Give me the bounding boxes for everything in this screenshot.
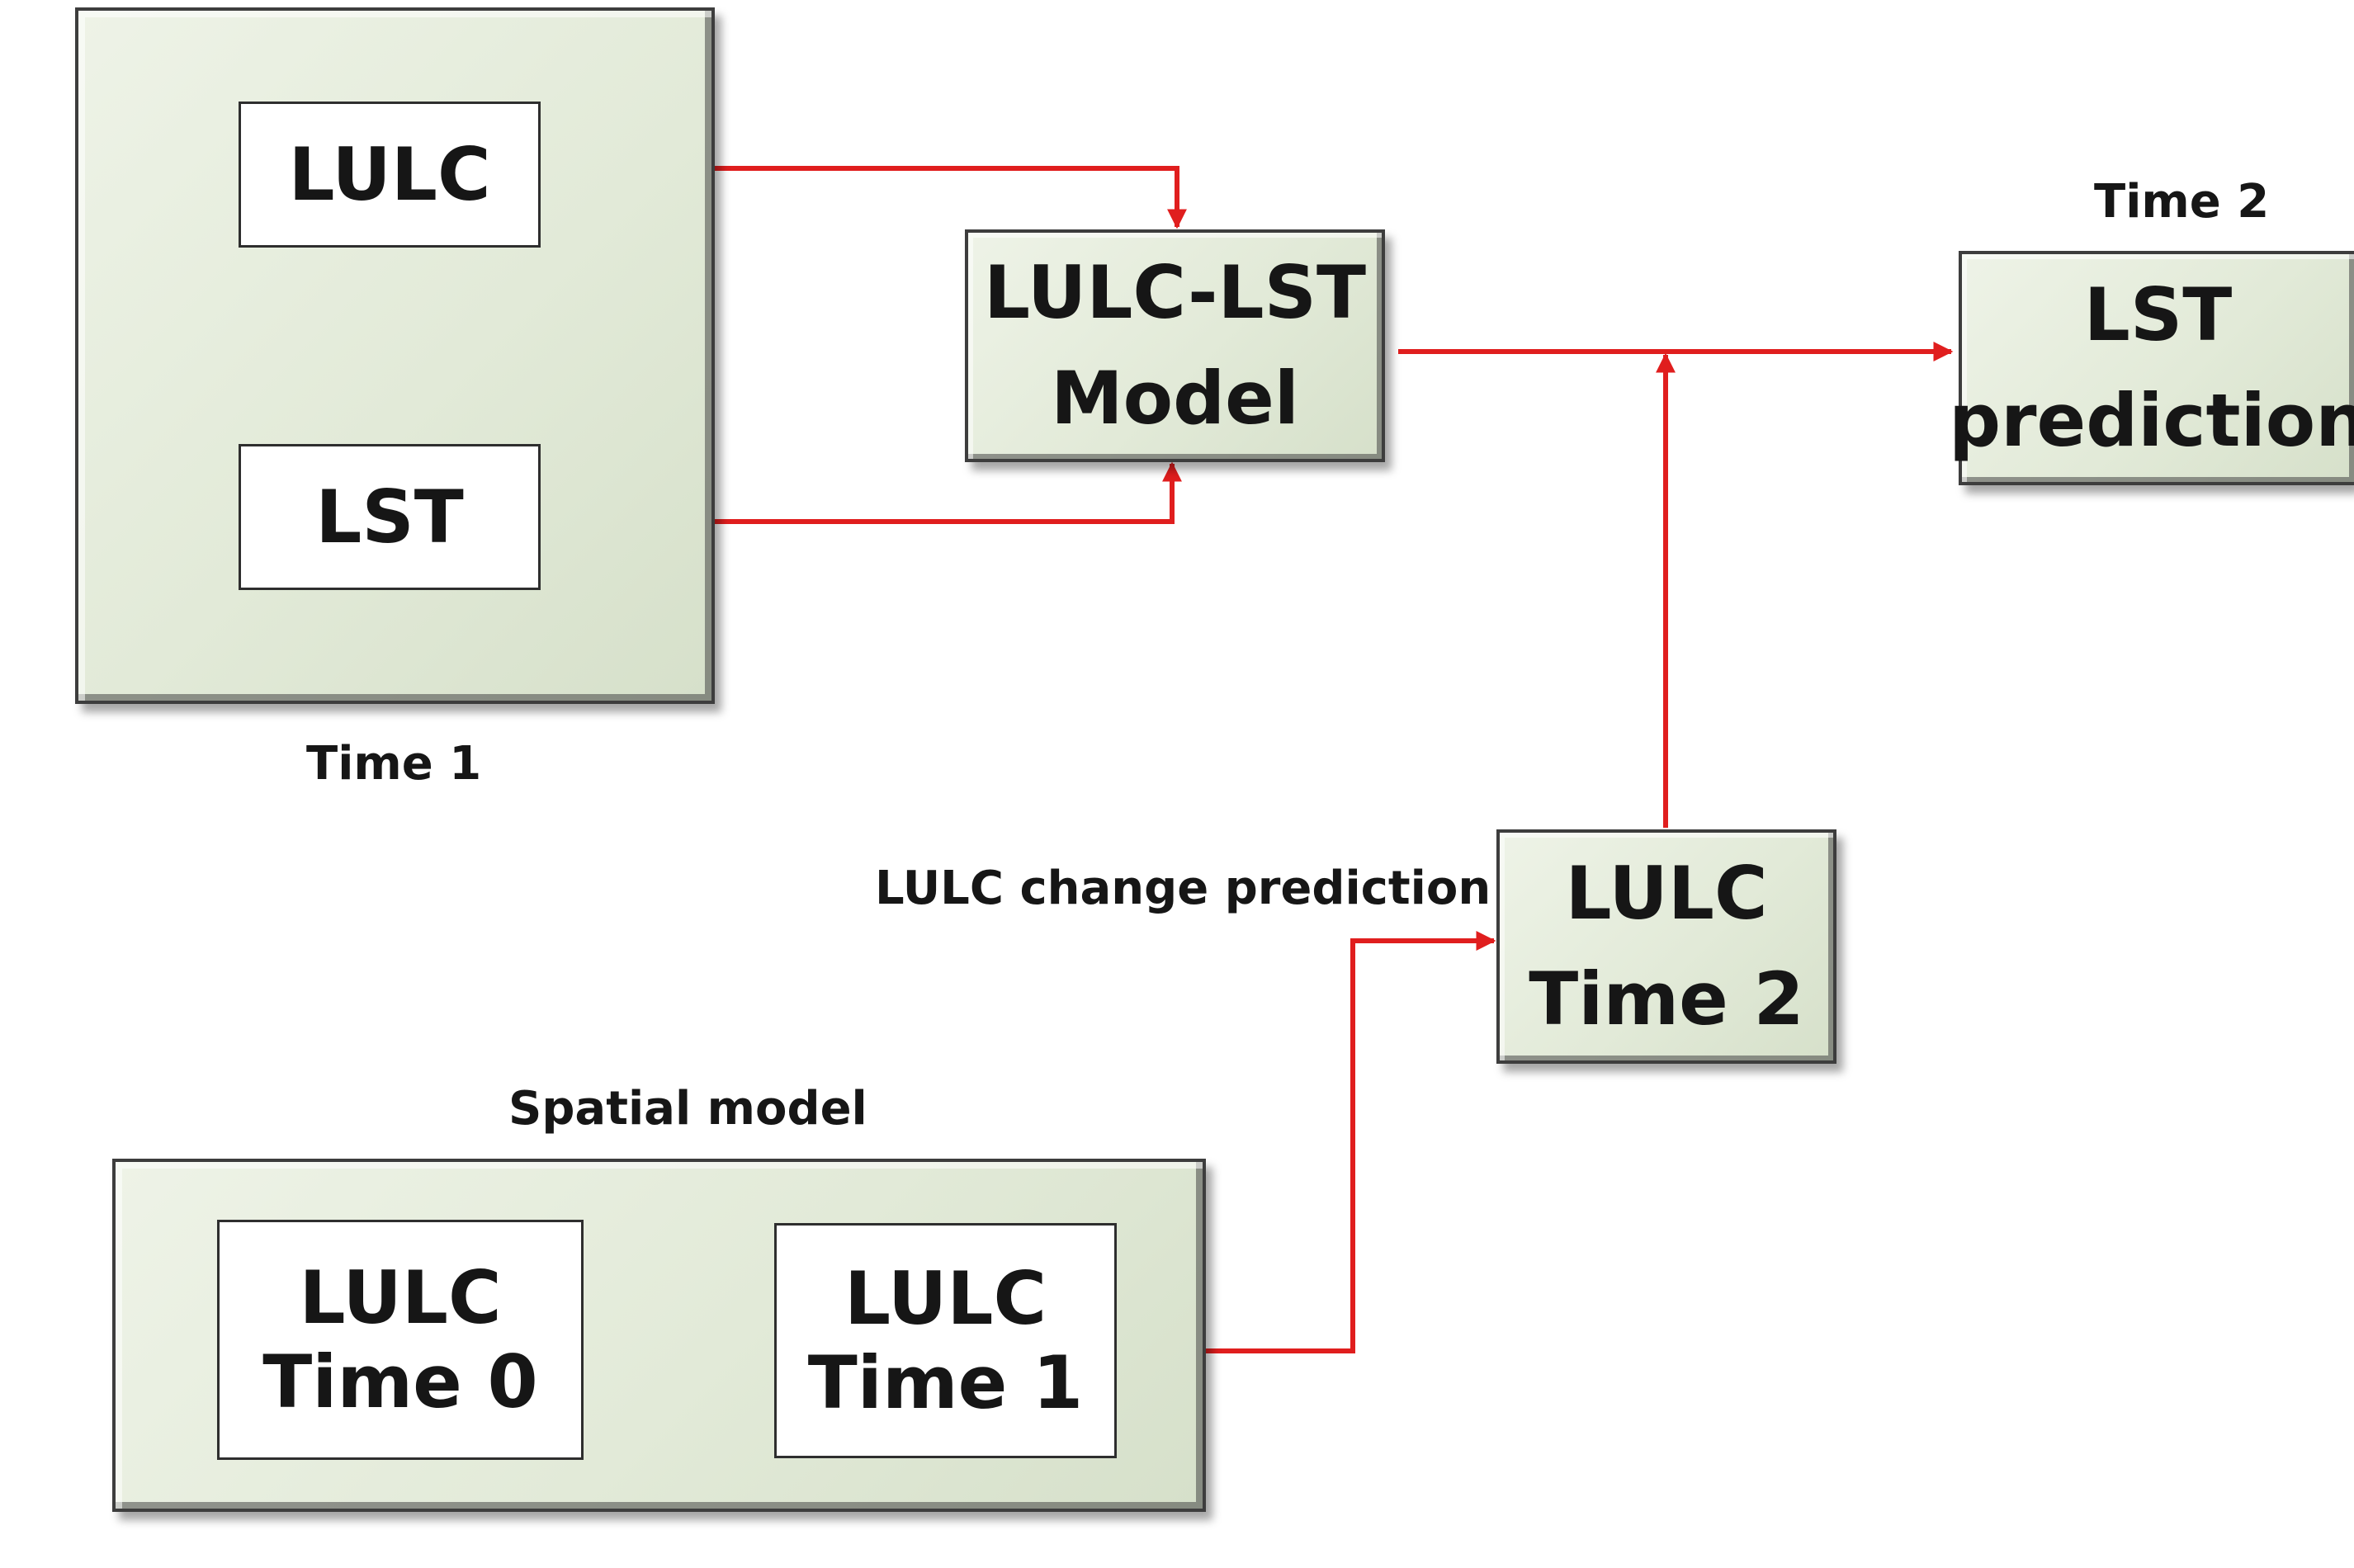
model-line1: LULC-LST bbox=[983, 250, 1367, 336]
lulc-lst-model-box: LULC-LST Model bbox=[965, 229, 1385, 462]
lulc-input-box: LULC bbox=[239, 102, 541, 248]
lulc-time1-box: LULC Time 1 bbox=[774, 1223, 1117, 1458]
time1-label: Time 1 bbox=[306, 737, 482, 791]
lulc-time2-line2: Time 2 bbox=[1529, 956, 1804, 1041]
time0-line1: LULC bbox=[299, 1255, 502, 1341]
arrow-spatial-to-lulc-time2 bbox=[1206, 931, 1496, 1353]
time1-box-line2: Time 1 bbox=[807, 1339, 1084, 1425]
lulc-time0-box: LULC Time 0 bbox=[217, 1220, 584, 1460]
lulc-time2-line1: LULC bbox=[1565, 851, 1768, 937]
time2-label: Time 2 bbox=[2094, 175, 2270, 229]
time0-line2: Time 0 bbox=[262, 1339, 538, 1424]
model-line2: Model bbox=[1051, 356, 1299, 441]
arrow-lst-to-model bbox=[541, 461, 1182, 524]
lst-input-box: LST bbox=[239, 444, 541, 590]
lulc-input-label: LULC bbox=[288, 131, 491, 217]
time1-box-line1: LULC bbox=[844, 1256, 1047, 1342]
lst-input-label: LST bbox=[315, 474, 464, 560]
arrow-lulc-to-model bbox=[541, 166, 1187, 229]
lulc-change-prediction-label: LULC change prediction bbox=[875, 862, 1491, 915]
spatial-model-label: Spatial model bbox=[508, 1082, 867, 1136]
prediction-line2: prediction bbox=[1949, 378, 2354, 463]
prediction-line1: LST bbox=[2083, 272, 2233, 358]
lst-prediction-box: LST prediction bbox=[1949, 251, 2354, 485]
lulc-time2-box: LULC Time 2 bbox=[1496, 829, 1836, 1064]
